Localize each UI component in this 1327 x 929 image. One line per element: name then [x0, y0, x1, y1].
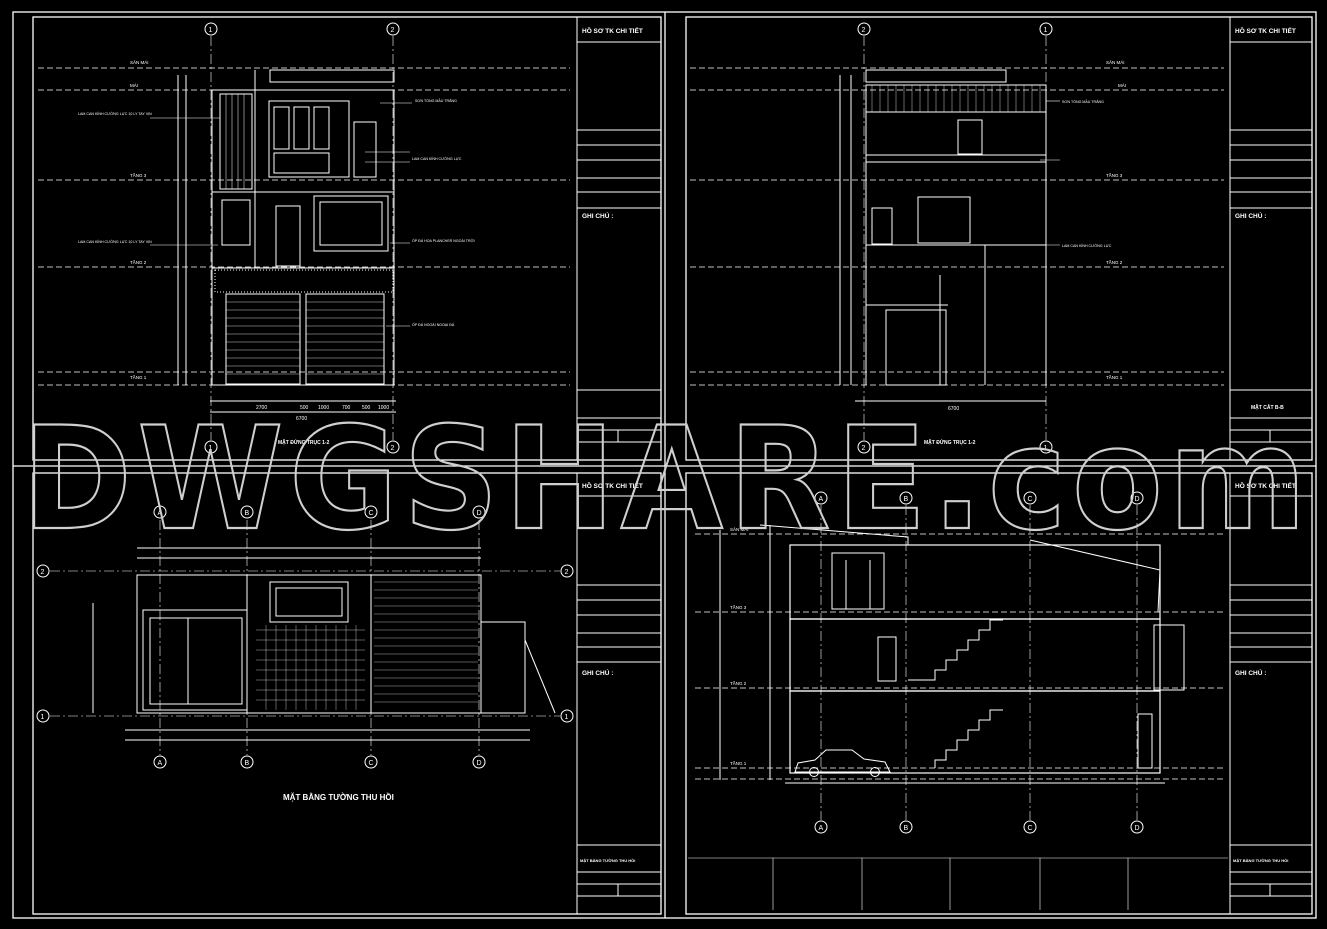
level-tags-tr: SÂN MÁI MÁI TẦNG 3 TẦNG 2 TẦNG 1 — [1106, 59, 1126, 380]
callout: ỐP ĐÁ NGOÀI NGOẠI ĐÁ — [412, 322, 455, 327]
grid-label: C — [369, 510, 374, 517]
grid-label: 1 — [1044, 27, 1048, 34]
grid-label: C — [369, 760, 374, 767]
level-label: TẦNG 1 — [130, 374, 147, 380]
dimension-label: 6700 — [296, 416, 307, 422]
callouts-tl: LAM CAN KÍNH CƯỜNG LỰC 10 LY TAY VỊN SƠN… — [78, 98, 475, 327]
watermark-text: DWGSHARE.com — [22, 397, 1312, 562]
callout: LAM CAN KÍNH CƯỜNG LỰC 10 LY TAY VỊN — [78, 239, 152, 244]
level-label: MÁI — [130, 82, 138, 88]
grid-label: A — [158, 760, 163, 767]
callout: SƠN TỔNG MẦU TRẮNG — [415, 98, 457, 103]
grid-bubbles-br: A B C D A B C D — [814, 491, 1144, 834]
drawing-title-tr: MẶT ĐỨNG TRỤC 1-2 — [924, 439, 976, 446]
grid-label: 1 — [209, 445, 213, 452]
title-block-bl — [576, 472, 662, 915]
tb-header-tl: HỒ SƠ TK CHI TIẾT — [582, 25, 643, 35]
grid-label: 2 — [565, 569, 569, 576]
grid-label: A — [158, 510, 163, 517]
sheet-border-tl — [32, 16, 662, 461]
callout: ỐP ĐÁ HOA PLANCHER NGOÀI TRỜI — [412, 238, 475, 243]
callout: SƠN TỔNG MẦU TRẮNG — [1062, 99, 1104, 104]
callout: LAM CAN KÍNH CƯỜNG LỰC — [412, 156, 462, 161]
grid-label: B — [904, 496, 909, 503]
grid-label: B — [245, 510, 250, 517]
title-block-tr — [1229, 16, 1313, 461]
dimension-label: 1000 — [318, 405, 329, 411]
level-label: MÁI — [1118, 82, 1126, 88]
grid-label: 1 — [41, 714, 45, 721]
tb-header-bl: HỒ SƠ TK CHI TIẾT — [582, 480, 643, 490]
callout: LAM CAN KÍNH CƯỜNG LỰC — [1062, 243, 1112, 248]
tb-notes-tl: GHI CHÚ : — [582, 211, 613, 220]
drawing-title-bl: MẶT BẰNG TƯỜNG THU HỒI — [283, 792, 394, 802]
grid-label: 1 — [209, 27, 213, 34]
dimensions-tl: 2700 500 1000 700 500 1000 6700 — [256, 405, 389, 422]
grid-label: A — [819, 825, 824, 832]
grid-label: D — [477, 760, 482, 767]
front-elevation — [38, 36, 570, 440]
grid-label: D — [1135, 496, 1140, 503]
plan-side-drawing — [50, 520, 560, 755]
level-label: TẦNG 1 — [730, 760, 747, 766]
section-a-drawing — [688, 505, 1228, 910]
sheet-border-tr — [685, 16, 1313, 461]
tb-notes-bl: GHI CHÚ : — [582, 668, 613, 677]
dimension-label: 2700 — [256, 405, 267, 411]
grid-label: C — [1028, 496, 1033, 503]
level-label: TẦNG 3 — [730, 604, 747, 610]
grid-bubbles-tl: 1 2 1 2 — [204, 22, 400, 454]
level-label: TẦNG 1 — [1106, 374, 1123, 380]
grid-label: 1 — [565, 714, 569, 721]
level-label: TẦNG 3 — [1106, 172, 1123, 178]
tb-sheet-name-tr: MẶT CẮT B-B — [1251, 403, 1284, 411]
tb-sheet-name-bl: MẶT BẰNG TƯỜNG THU HỒI — [580, 858, 635, 863]
grid-label: 2 — [862, 445, 866, 452]
grid-label: 2 — [391, 445, 395, 452]
grid-label: 1 — [1044, 445, 1048, 452]
level-label: SÂN MÁI — [730, 526, 749, 532]
grid-label: 2 — [391, 27, 395, 34]
dimension-label: 500 — [300, 405, 309, 411]
title-block-br — [1229, 472, 1313, 915]
grid-bubbles-bl: A B C D A B C D 2 1 2 1 — [36, 505, 574, 769]
grid-label: C — [1028, 825, 1033, 832]
grid-label: 2 — [862, 27, 866, 34]
level-tags-tl: SÂN MÁI MÁI TẦNG 3 TẦNG 2 TẦNG 1 — [130, 59, 149, 380]
callout: LAM CAN KÍNH CƯỜNG LỰC 10 LY TAY VỊN — [78, 111, 152, 116]
tb-notes-br: GHI CHÚ : — [1235, 668, 1266, 677]
grid-bubbles-tr: 2 1 2 1 — [857, 22, 1053, 454]
tb-header-br: HỒ SƠ TK CHI TIẾT — [1235, 480, 1296, 490]
section-b-drawing — [690, 36, 1224, 440]
dimension-label: 700 — [342, 405, 351, 411]
level-label: TẦNG 3 — [130, 172, 147, 178]
grid-label: B — [904, 825, 909, 832]
dimension-label: 6700 — [948, 406, 959, 412]
level-label: TẦNG 2 — [130, 259, 147, 265]
level-label: SÂN MÁI — [1106, 59, 1125, 65]
level-tags-br: SÂN MÁI TẦNG 3 TẦNG 2 TẦNG 1 — [730, 526, 749, 766]
tb-sheet-name-br: MẶT BẰNG TƯỜNG THU HỒI — [1233, 858, 1288, 863]
grid-label: B — [245, 760, 250, 767]
tb-header-tr: HỒ SƠ TK CHI TIẾT — [1235, 25, 1296, 35]
grid-label: D — [477, 510, 482, 517]
grid-label: A — [819, 496, 824, 503]
level-label: TẦNG 2 — [730, 680, 747, 686]
callouts-tr: SƠN TỔNG MẦU TRẮNG LAM CAN KÍNH CƯỜNG LỰ… — [1062, 99, 1112, 248]
drawing-title-tl: MẶT ĐỨNG TRỤC 1-2 — [278, 439, 330, 446]
level-label: SÂN MÁI — [130, 59, 149, 65]
dimension-label: 1000 — [378, 405, 389, 411]
grid-label: D — [1135, 825, 1140, 832]
tb-notes-tr: GHI CHÚ : — [1235, 211, 1266, 220]
level-label: TẦNG 2 — [1106, 259, 1123, 265]
title-block-tl — [576, 16, 662, 461]
grid-label: 2 — [41, 569, 45, 576]
dimension-label: 500 — [362, 405, 371, 411]
